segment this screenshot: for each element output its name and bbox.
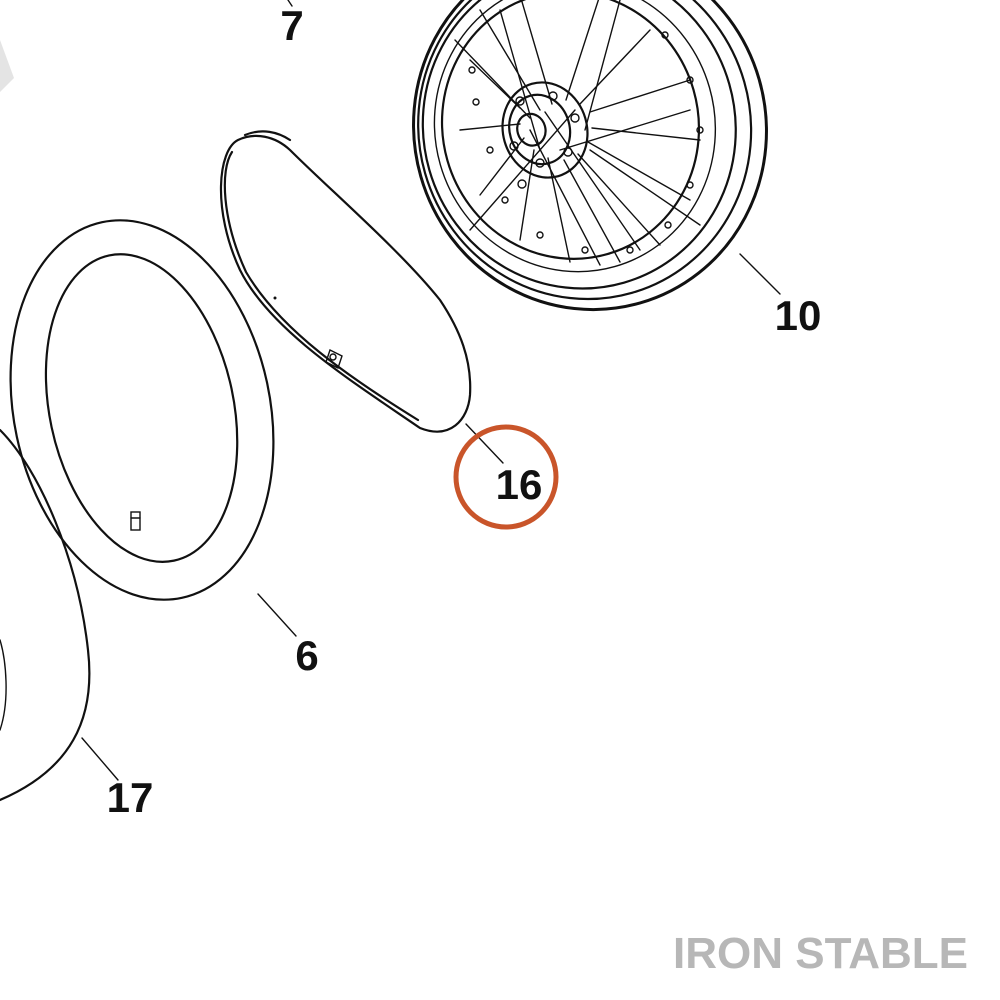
tire-part-17 (0, 428, 119, 802)
leader-line-6 (257, 593, 297, 637)
spoked-wheel-part-10 (412, 0, 781, 312)
leader-line-10 (739, 253, 781, 295)
valve-stem (130, 511, 141, 531)
callout-7: 7 (280, 2, 303, 49)
callout-10: 10 (775, 292, 822, 339)
inner-tube-part-6 (9, 219, 297, 637)
highlight-circle (453, 424, 559, 530)
rim-band-part-16 (219, 130, 504, 464)
leader-line-7 (287, 0, 293, 7)
callout-17: 17 (107, 774, 154, 821)
watermark-logo: IRON STABLE (673, 929, 968, 978)
corner-mark (0, 40, 14, 92)
leader-line-17 (81, 737, 119, 781)
callout-16: 16 (496, 461, 543, 508)
leader-line-16 (465, 423, 504, 464)
callout-6: 6 (295, 632, 318, 679)
